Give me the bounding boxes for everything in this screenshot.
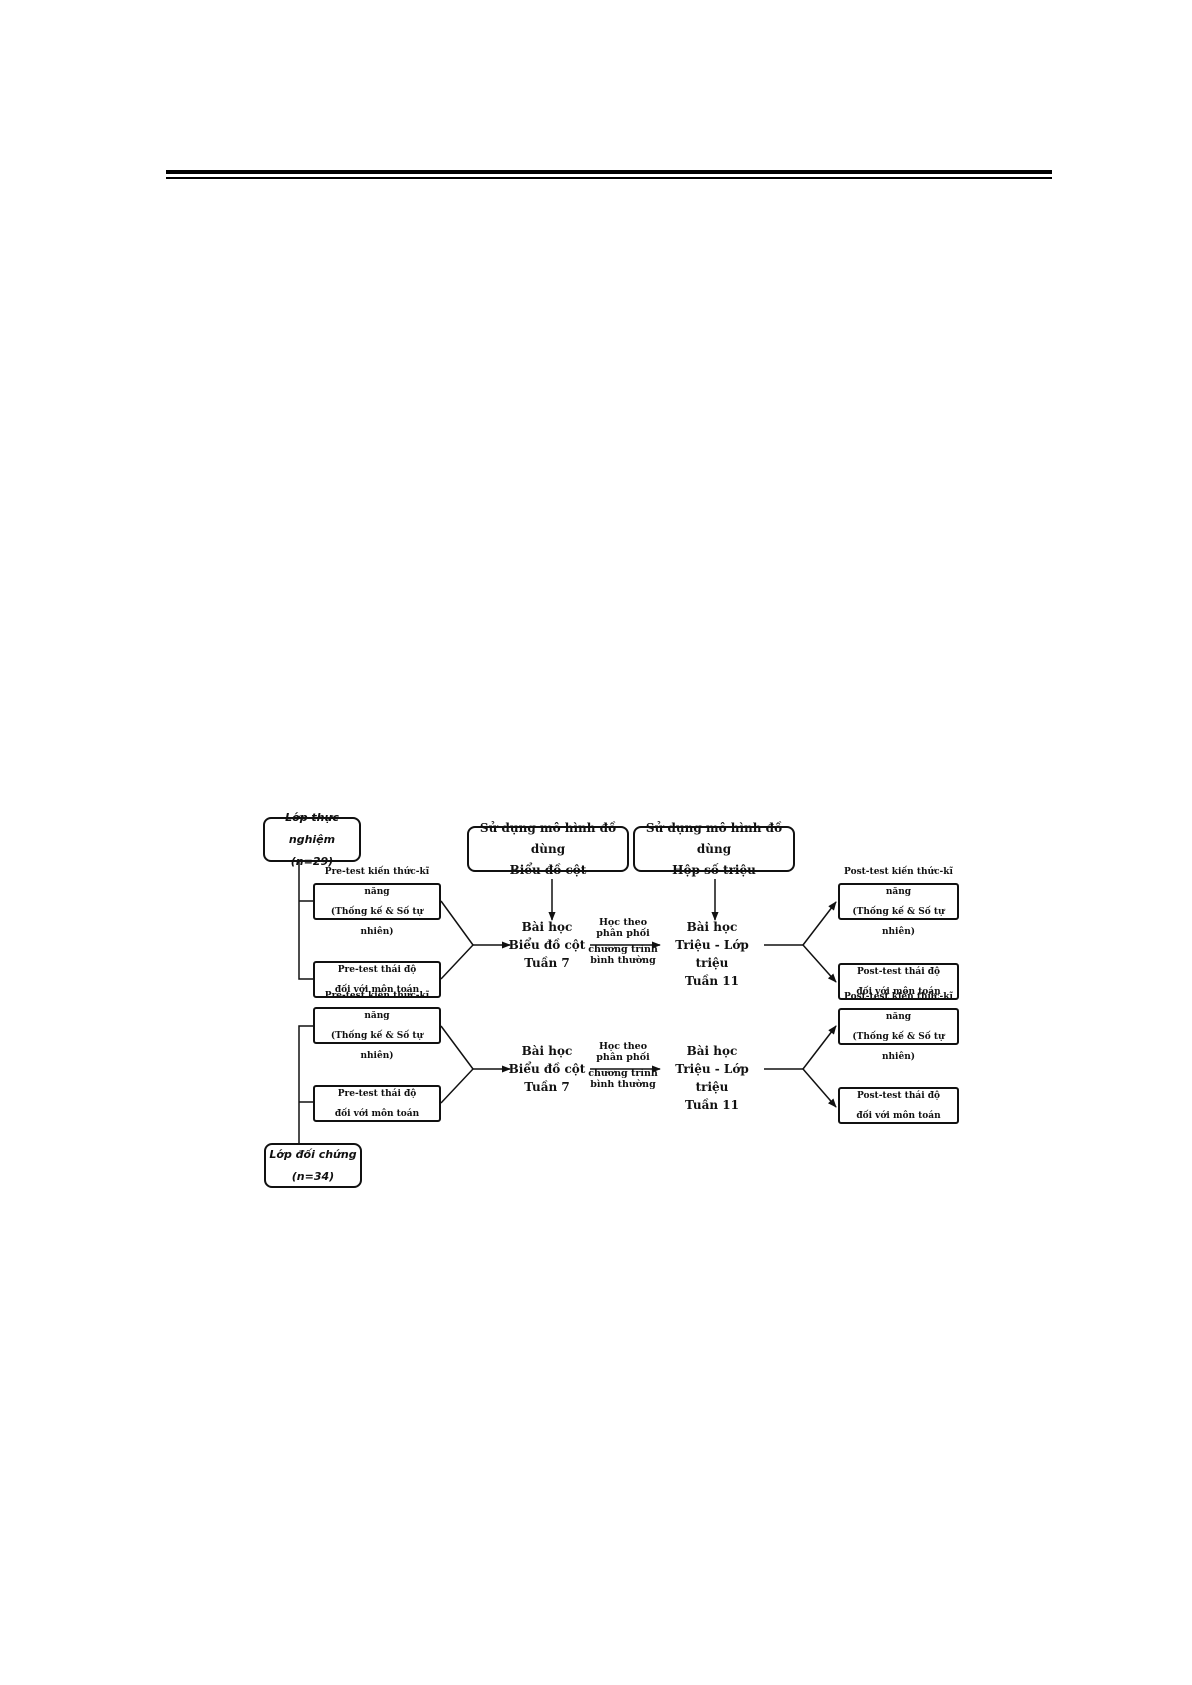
control-class-label: Lớp đối chứng bbox=[269, 1147, 357, 1161]
exp-posttest-knowledge-box: Post-test kiến thức-kĩ năng (Thống kế & … bbox=[838, 867, 959, 937]
ctl-pretest-knowledge-line1: Pre-test kiến thức-kĩ năng bbox=[324, 990, 430, 1021]
exp-lesson2-line2: Triệu - Lớp triệu bbox=[675, 938, 749, 970]
ctl-transition-line4: bình thường bbox=[590, 1079, 656, 1090]
ctl-lesson1-line3: Tuần 7 bbox=[524, 1080, 570, 1094]
exp-posttest-attitude-line1: Post-test thái độ bbox=[856, 966, 941, 977]
exp-pretest-knowledge-line2: (Thống kế & Số tự nhiên) bbox=[330, 906, 424, 937]
header-rule bbox=[166, 170, 1052, 174]
exp-transition-label: Học theo phân phối chương trình bình thư… bbox=[586, 917, 660, 966]
ctl-transition-line1: Học theo bbox=[598, 1041, 648, 1052]
exp-posttest-knowledge-line2: (Thống kế & Số tự nhiên) bbox=[852, 906, 945, 937]
exp-lesson1-label: Bài học Biểu đồ cột Tuần 7 bbox=[506, 918, 588, 972]
model-box-bar-chart: Sử dụng mô hình đồ dùng Biểu đồ cột bbox=[467, 821, 629, 877]
ctl-pretest-knowledge-box: Pre-test kiến thức-kĩ năng (Thống kế & S… bbox=[313, 991, 441, 1061]
ctl-lesson2-label: Bài học Triệu - Lớp triệu Tuần 11 bbox=[660, 1042, 764, 1114]
exp-transition-line2: phân phối bbox=[596, 928, 650, 939]
control-class-count: (n=34) bbox=[291, 1169, 335, 1183]
exp-bracket bbox=[298, 861, 313, 980]
header-rule-thin bbox=[166, 177, 1052, 179]
ctl-lesson2-line2: Triệu - Lớp triệu bbox=[675, 1062, 749, 1094]
exp-posttest-attitude-box: Post-test thái độ đối với môn toán bbox=[838, 963, 959, 1000]
ctl-posttest-attitude-line2: đối với môn toán bbox=[856, 1110, 941, 1121]
exp-pretest-knowledge-box: Pre-test kiến thức-kĩ năng (Thống kế & S… bbox=[313, 867, 441, 937]
exp-lesson2-label: Bài học Triệu - Lớp triệu Tuần 11 bbox=[660, 918, 764, 990]
ctl-transition-line3: chương trình bbox=[588, 1068, 658, 1079]
ctl-transition-label: Học theo phân phối chương trình bình thư… bbox=[586, 1041, 660, 1090]
exp-lesson1-line3: Tuần 7 bbox=[524, 956, 570, 970]
exp-lesson1-line2: Biểu đồ cột bbox=[508, 938, 586, 952]
experimental-class-count: (n=29) bbox=[290, 854, 334, 868]
exp-transition-line3: chương trình bbox=[588, 944, 658, 955]
exp-transition-line1: Học theo bbox=[598, 917, 648, 928]
ctl-converge bbox=[440, 1025, 474, 1104]
ctl-lesson2-line1: Bài học bbox=[686, 1044, 738, 1058]
exp-pretest-knowledge-line1: Pre-test kiến thức-kĩ năng bbox=[324, 866, 430, 897]
model-box-bar-chart-line2: Biểu đồ cột bbox=[509, 862, 587, 877]
exp-pretest-attitude-line2: đối với môn toán bbox=[334, 984, 420, 995]
model-box-million-box-line1: Sử dụng mô hình đồ dùng bbox=[645, 820, 783, 856]
exp-posttest-knowledge-line1: Post-test kiến thức-kĩ năng bbox=[844, 866, 953, 897]
model-box-million-box-line2: Hộp số triệu bbox=[672, 862, 756, 877]
ctl-pretest-attitude-box: Pre-test thái độ đối với môn toán bbox=[313, 1085, 441, 1122]
ctl-posttest-knowledge-line1: Post-test kiến thức-kĩ năng bbox=[844, 991, 953, 1022]
ctl-lesson1-label: Bài học Biểu đồ cột Tuần 7 bbox=[506, 1042, 588, 1096]
ctl-lesson1-line2: Biểu đồ cột bbox=[508, 1062, 586, 1076]
ctl-bracket bbox=[298, 1025, 313, 1143]
exp-lesson2-line3: Tuần 11 bbox=[685, 974, 739, 988]
ctl-pretest-attitude-line2: đối với môn toán bbox=[334, 1108, 420, 1119]
ctl-pretest-attitude-line1: Pre-test thái độ bbox=[337, 1088, 417, 1099]
experimental-class-box: Lớp thực nghiệm (n=29) bbox=[263, 811, 361, 868]
exp-lesson1-line1: Bài học bbox=[521, 920, 573, 934]
exp-transition-line4: bình thường bbox=[590, 955, 656, 966]
ctl-posttest-knowledge-box: Post-test kiến thức-kĩ năng (Thống kế & … bbox=[838, 992, 959, 1062]
ctl-posttest-attitude-line1: Post-test thái độ bbox=[856, 1090, 941, 1101]
ctl-lesson1-line1: Bài học bbox=[521, 1044, 573, 1058]
ctl-transition-line2: phân phối bbox=[596, 1052, 650, 1063]
ctl-lesson2-line3: Tuần 11 bbox=[685, 1098, 739, 1112]
exp-lesson2-line1: Bài học bbox=[686, 920, 738, 934]
ctl-posttest-knowledge-line2: (Thống kế & Số tự nhiên) bbox=[852, 1031, 945, 1062]
exp-pretest-attitude-line1: Pre-test thái độ bbox=[337, 964, 417, 975]
experimental-class-label: Lớp thực nghiệm bbox=[285, 810, 339, 846]
model-box-bar-chart-line1: Sử dụng mô hình đồ dùng bbox=[479, 820, 617, 856]
exp-posttest-attitude-line2: đối với môn toán bbox=[856, 986, 941, 997]
exp-pretest-attitude-box: Pre-test thái độ đối với môn toán bbox=[313, 961, 441, 998]
ctl-pretest-knowledge-line2: (Thống kế & Số tự nhiên) bbox=[330, 1030, 424, 1061]
exp-converge bbox=[440, 900, 474, 980]
model-box-million-box: Sử dụng mô hình đồ dùng Hộp số triệu bbox=[633, 821, 795, 877]
ctl-posttest-attitude-box: Post-test thái độ đối với môn toán bbox=[838, 1087, 959, 1124]
control-class-box: Lớp đối chứng (n=34) bbox=[264, 1143, 362, 1188]
